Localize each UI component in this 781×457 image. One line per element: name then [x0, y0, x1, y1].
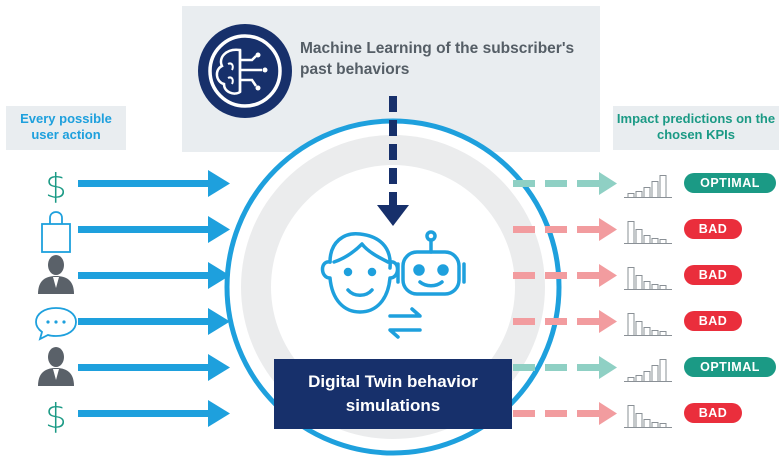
status-badge-bad: BAD	[684, 265, 742, 285]
falling-bars-icon	[624, 267, 672, 290]
action-arrow	[78, 354, 230, 381]
shopping-bag-icon	[41, 211, 71, 253]
dollar-icon: $	[45, 167, 67, 207]
svg-text:$: $	[45, 167, 67, 207]
ml-down-arrow	[377, 96, 409, 226]
prediction-arrow-optimal	[513, 172, 617, 195]
status-badge-optimal: OPTIMAL	[684, 357, 776, 377]
prediction-arrow-optimal	[513, 356, 617, 379]
status-badge-bad: BAD	[684, 403, 742, 423]
chat-bubble-icon	[35, 307, 77, 341]
prediction-arrow-bad	[513, 310, 617, 333]
digital-twin-box: Digital Twin behavior simulations	[274, 359, 512, 429]
left-arrows	[78, 170, 230, 427]
left-header: Every possible user action	[6, 106, 126, 150]
status-badge-bad: BAD	[684, 311, 742, 331]
action-arrow	[78, 308, 230, 335]
inner-circle	[271, 165, 515, 409]
action-arrow	[78, 170, 230, 197]
dollar-icon: $	[45, 397, 67, 437]
right-header: Impact predictions on the chosen KPIs	[613, 106, 779, 150]
brain-circuit-icon	[198, 24, 292, 118]
rising-bars-icon	[624, 175, 672, 198]
person-icon	[38, 347, 74, 386]
prediction-arrow-bad	[513, 218, 617, 241]
svg-text:$: $	[45, 397, 67, 437]
face-robot-icon	[320, 230, 466, 339]
action-arrow	[78, 262, 230, 289]
prediction-arrow-bad	[513, 264, 617, 287]
status-badge-optimal: OPTIMAL	[684, 173, 776, 193]
rising-bars-icon	[624, 359, 672, 382]
falling-bars-icon	[624, 313, 672, 336]
falling-bars-icon	[624, 405, 672, 428]
ml-title: Machine Learning of the subscriber's pas…	[300, 40, 575, 78]
action-arrow	[78, 400, 230, 427]
prediction-arrow-bad	[513, 402, 617, 425]
person-icon	[38, 255, 74, 294]
status-badge-bad: BAD	[684, 219, 742, 239]
action-arrow	[78, 216, 230, 243]
falling-bars-icon	[624, 221, 672, 244]
